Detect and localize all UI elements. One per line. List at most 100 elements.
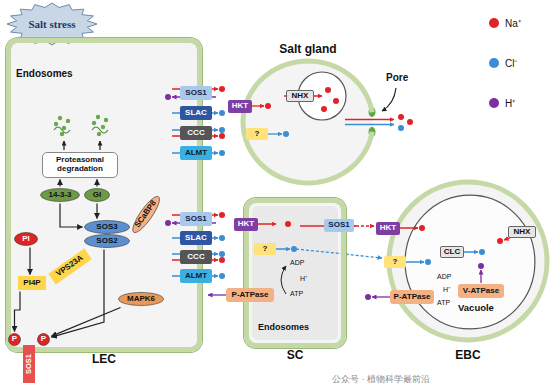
ion-dot xyxy=(219,133,225,139)
transporter-box: SOS1 xyxy=(23,345,35,383)
ion-dot xyxy=(265,103,271,109)
ion-flux-arrow xyxy=(372,296,392,297)
node-text: CCC xyxy=(187,129,204,138)
node-text: PI4P xyxy=(23,279,40,288)
membrane-outline xyxy=(405,195,535,329)
region-label: Endosomes xyxy=(16,68,73,80)
molecule-label: H⁺ xyxy=(300,275,307,283)
transporter-box: HKT xyxy=(228,100,252,113)
oval-outline xyxy=(41,189,80,202)
node-text: P-ATPase xyxy=(232,291,269,300)
ion-flux-arrow xyxy=(208,294,228,295)
node-text: NHX xyxy=(292,92,309,101)
node-text: ALMT xyxy=(185,149,207,158)
unknown-transporter: ? xyxy=(384,256,406,268)
protein-box: VPS23A xyxy=(48,248,91,284)
transporter-box: SLAC xyxy=(180,231,212,245)
oval-outline xyxy=(38,334,50,346)
ion-flux-arrow xyxy=(356,225,374,226)
transporter-box: ALMT xyxy=(180,146,212,160)
node-text: SOS1 xyxy=(328,221,349,230)
protein-fragment xyxy=(66,119,70,123)
transporter-box: NHX xyxy=(286,90,314,102)
pathway-arrow xyxy=(29,248,30,275)
node-text: ? xyxy=(255,130,260,139)
ion-dot xyxy=(479,249,485,255)
ion-flux-arrow xyxy=(296,249,382,258)
pathway-arrow xyxy=(52,308,121,337)
pathway-arrow xyxy=(59,180,60,187)
node-text: SOS1 xyxy=(185,215,206,224)
ion-dot xyxy=(325,87,331,93)
ion-dot xyxy=(291,246,297,252)
protein-fragment xyxy=(62,126,66,130)
ion-dot xyxy=(219,212,225,218)
oval-outline xyxy=(9,334,21,346)
protein-fragment xyxy=(58,116,62,120)
transporter-box: CLC xyxy=(440,246,464,258)
node-text: Vacuole xyxy=(458,303,494,313)
structure-label: Pore xyxy=(386,72,408,84)
transporter-box: SOS1 xyxy=(324,219,354,232)
ion-dot xyxy=(219,257,225,263)
protein-fragment xyxy=(101,125,105,129)
oval-outline xyxy=(85,235,130,248)
node-text: ALMT xyxy=(185,272,207,281)
ion-dot xyxy=(165,220,171,226)
ion-dot xyxy=(219,86,225,92)
cell-outline-shape xyxy=(386,179,550,343)
ion-dot xyxy=(219,235,225,241)
legend-swatch xyxy=(489,18,499,28)
protein-oval: MAPK6 xyxy=(118,292,164,306)
ion-dot xyxy=(478,263,484,269)
transporter-box: SOS1 xyxy=(180,212,212,226)
watermark: 公众号 · 植物科学最前沿 xyxy=(332,374,430,384)
molecule-label: ATP xyxy=(290,290,303,298)
node-text: NHX xyxy=(514,228,531,237)
node-text: SOS3 xyxy=(96,223,117,232)
unknown-transporter: ? xyxy=(254,243,276,255)
cell-heading: SC xyxy=(287,349,304,362)
transporter-box: NHX xyxy=(508,226,536,238)
cell-outline: EBCVacuoleCLCV-ATPaseNHX xyxy=(386,179,550,343)
oval-outline xyxy=(129,193,164,235)
node-text: SOS1 xyxy=(25,354,33,374)
protein-oval: GI xyxy=(84,188,110,202)
ion-dot xyxy=(419,225,425,231)
legend-item: H⁺ xyxy=(489,96,515,110)
node-text: SLAC xyxy=(185,234,207,243)
node-text: HKT xyxy=(232,102,248,111)
protein-oval: SOS3 xyxy=(84,220,130,234)
oval-outline xyxy=(15,233,38,246)
node-text: V-ATPase xyxy=(463,287,499,296)
ion-dot xyxy=(333,98,339,104)
ion-dot xyxy=(365,294,371,300)
protein-fragment xyxy=(54,122,58,126)
transporter-box: CCC xyxy=(180,126,212,140)
ion-dot xyxy=(398,125,404,131)
molecule-label: ADP xyxy=(437,273,451,281)
legend-text: Cl⁻ xyxy=(505,56,517,70)
ion-dot xyxy=(425,259,431,265)
lipid-oval: PI xyxy=(14,232,38,246)
ion-dot xyxy=(283,131,289,137)
cell-interior xyxy=(9,41,199,349)
node-text: P xyxy=(12,335,17,344)
illustration-group xyxy=(9,41,547,349)
node-text: HKT xyxy=(238,220,254,229)
pump-box: P-ATPase xyxy=(390,290,434,304)
ion-dot xyxy=(219,110,225,116)
ion-dot xyxy=(398,114,404,120)
protein-oval: 14-3-3 xyxy=(40,188,80,202)
oval-outline xyxy=(85,221,130,234)
legend-swatch xyxy=(489,58,499,68)
phosphate-circle: P xyxy=(37,333,50,346)
cell-heading: Salt gland xyxy=(279,43,336,56)
pathway-arrow xyxy=(52,250,105,338)
protein-oval: SOS2 xyxy=(84,234,130,248)
ion-dot xyxy=(497,238,503,244)
cell-interior xyxy=(389,182,547,340)
ion-dot xyxy=(219,127,225,133)
